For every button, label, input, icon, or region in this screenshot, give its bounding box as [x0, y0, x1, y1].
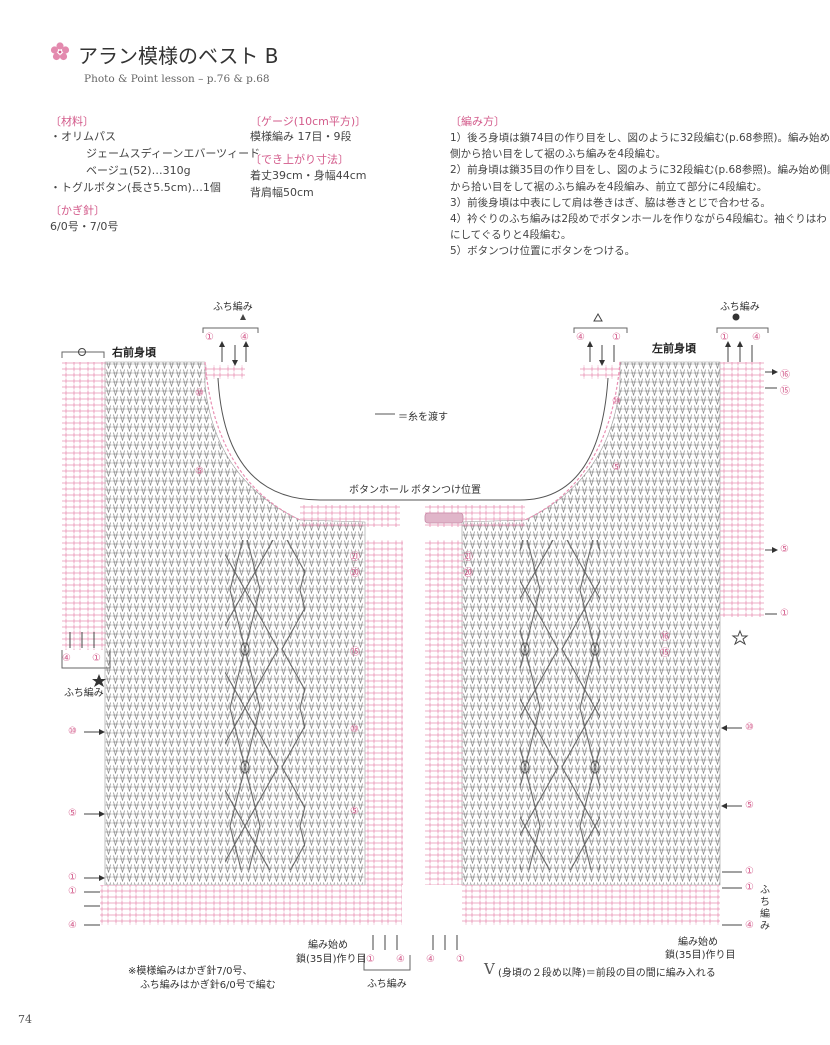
- button-position-label: ボタンつけ位置: [411, 485, 481, 496]
- row-number: ⑩: [350, 724, 359, 735]
- row-number: ①: [68, 872, 77, 883]
- gauge-value: 模様編み 17目・9段: [250, 130, 352, 143]
- page-title: アラン模様のベスト B: [78, 44, 279, 68]
- row-number: ㉑: [463, 552, 473, 563]
- row-number: ⑩: [612, 396, 621, 407]
- edging-label: ふち編み: [213, 302, 253, 313]
- row-number: ⑮: [660, 648, 670, 659]
- page-number: 74: [18, 1013, 32, 1026]
- row-number: ④: [576, 332, 585, 343]
- row-number: ①: [92, 653, 101, 664]
- row-number: ⑳: [350, 568, 360, 579]
- row-number: ④: [752, 332, 761, 343]
- row-number: ④: [240, 332, 249, 343]
- edging-label: ふち編み: [367, 979, 407, 990]
- row-number: ⑯: [780, 370, 790, 381]
- row-number: ⑤: [745, 800, 754, 811]
- row-number: ④: [426, 954, 435, 965]
- instructions-heading: 〔編み方〕: [450, 115, 505, 128]
- row-number: ⑩: [68, 726, 77, 737]
- right-front-label: 右前身頃: [112, 346, 156, 359]
- instruction-line: にしてぐるりと4段編む。: [450, 229, 572, 242]
- row-number: ㉑: [350, 552, 360, 563]
- hook-note: ※模様編みはかぎ針7/0号、: [128, 966, 253, 977]
- row-number: ①: [612, 332, 621, 343]
- row-number: ①: [745, 882, 754, 893]
- row-number: ⑮: [780, 386, 790, 397]
- buttonhole-label: ボタンホール: [349, 485, 409, 496]
- instructions-list: 1）後ろ身頃は鎖74目の作り目をし、図のように32段編む(p.68参照)。編み始…: [450, 130, 830, 260]
- instruction-line: 側から拾い目をして裾のふち編みを4段編む。: [450, 148, 667, 161]
- start-chain-label: 鎖(35目)作り目: [665, 950, 736, 961]
- left-front-label: 左前身頃: [652, 342, 696, 355]
- start-chain-label: 鎖(35目)作り目: [296, 954, 367, 965]
- yarn-pass-label: ＝糸を渡す: [398, 412, 448, 423]
- gauge-heading: 〔ゲージ(10cm平方)〕: [250, 115, 367, 128]
- hook-heading: 〔かぎ針〕: [50, 204, 105, 217]
- legend-symbol: V: [484, 960, 495, 978]
- edging-vertical-label: ふち編み: [760, 885, 770, 932]
- hook-note: ふち編みはかぎ針6/0号で編む: [140, 980, 276, 991]
- row-number: ⑤: [350, 806, 359, 817]
- edging-label: ふち編み: [720, 302, 760, 313]
- row-number: ⑩: [745, 722, 754, 733]
- materials-line: ・トグルボタン(長さ5.5cm)…1個: [50, 181, 221, 194]
- row-number: ①: [366, 954, 375, 965]
- row-number: ⑤: [780, 544, 789, 555]
- row-number: ④: [68, 920, 77, 931]
- row-number: ④: [62, 653, 71, 664]
- instruction-line: 4）衿ぐりのふち編みは2段めでボタンホールを作りながら4段編む。袖ぐりはわ: [450, 213, 827, 226]
- row-number: ④: [396, 954, 405, 965]
- row-number: ①: [68, 886, 77, 897]
- instruction-line: から拾い目をして裾のふち編みを4段編み、前立て部分に4段編む。: [450, 180, 768, 193]
- size-heading: 〔でき上がり寸法〕: [250, 153, 349, 166]
- row-number: ⑤: [195, 466, 204, 477]
- flower-icon: [50, 42, 70, 61]
- row-number: ①: [745, 866, 754, 877]
- legend-text: (身頃の２段め以降)＝前段の目の間に編み入れる: [498, 968, 716, 979]
- row-number: ①: [205, 332, 214, 343]
- instruction-line: 2）前身頃は鎖35目の作り目をし、図のように32段編む(p.68参照)。編み始め…: [450, 164, 830, 177]
- materials-heading: 〔材料〕: [50, 115, 94, 128]
- row-number: ④: [745, 920, 754, 931]
- instruction-line: 3）前後身頃は中表にして肩は巻きはぎ、脇は巻きとじで合わせる。: [450, 196, 771, 209]
- start-label: 編み始め: [678, 937, 718, 948]
- row-number: ⑤: [68, 808, 77, 819]
- page-subtitle: Photo & Point lesson – p.76 & p.68: [84, 73, 270, 85]
- crochet-chart: [61, 312, 778, 971]
- row-number: ①: [720, 332, 729, 343]
- start-label: 編み始め: [308, 940, 348, 951]
- hook-value: 6/0号・7/0号: [50, 220, 119, 233]
- materials-line: ジェームスディーンエバーツィード: [86, 147, 261, 160]
- row-number: ⑩: [195, 388, 204, 399]
- row-number: ⑤: [612, 462, 621, 473]
- instruction-line: 1）後ろ身頃は鎖74目の作り目をし、図のように32段編む(p.68参照)。編み始…: [450, 132, 830, 144]
- size-line: 背肩幅50cm: [250, 186, 314, 199]
- materials-line: ・オリムパス: [50, 130, 116, 143]
- row-number: ⑮: [350, 647, 360, 658]
- edging-label: ふち編み: [64, 688, 104, 699]
- size-line: 着丈39cm・身幅44cm: [250, 169, 367, 182]
- materials-line: ベージュ(52)…310g: [86, 164, 191, 177]
- row-number: ①: [780, 608, 789, 619]
- instruction-line: 5）ボタンつけ位置にボタンをつける。: [450, 245, 636, 258]
- row-number: ⑯: [660, 632, 670, 643]
- row-number: ⑳: [463, 568, 473, 579]
- row-number: ①: [456, 954, 465, 965]
